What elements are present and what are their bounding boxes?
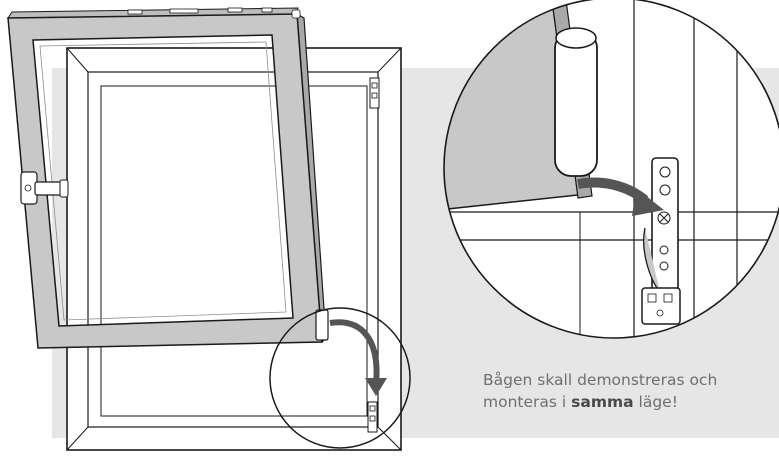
- caption-line-2: monteras i samma läge!: [483, 391, 773, 413]
- rotation-arrowhead-small-icon: [365, 378, 387, 396]
- rotation-arrowhead-large-icon: [632, 188, 664, 216]
- frame-hinge-detail-icon: [641, 157, 681, 325]
- instruction-caption: Bågen skall demonstreras och monteras i …: [483, 369, 773, 413]
- caption-line-2-end: läge!: [633, 393, 678, 411]
- caption-emphasis: samma: [571, 393, 634, 411]
- caption-line-1: Bågen skall demonstreras och: [483, 371, 718, 389]
- magnifier-circle-small: [269, 307, 411, 449]
- hinge-pin-detail-icon: [554, 27, 598, 177]
- sash-hinge-pin-icon: [315, 309, 329, 341]
- window-sash: [7, 7, 327, 349]
- detail-zoom: [443, 0, 779, 339]
- window-handle-icon: [20, 171, 69, 205]
- rotation-arrow-small-icon: [329, 319, 380, 385]
- frame-hinge-bottom-icon: [367, 401, 378, 433]
- caption-line-2-start: monteras i: [483, 393, 572, 411]
- frame-hinge-top-icon: [369, 77, 380, 109]
- window-frame: [66, 47, 402, 451]
